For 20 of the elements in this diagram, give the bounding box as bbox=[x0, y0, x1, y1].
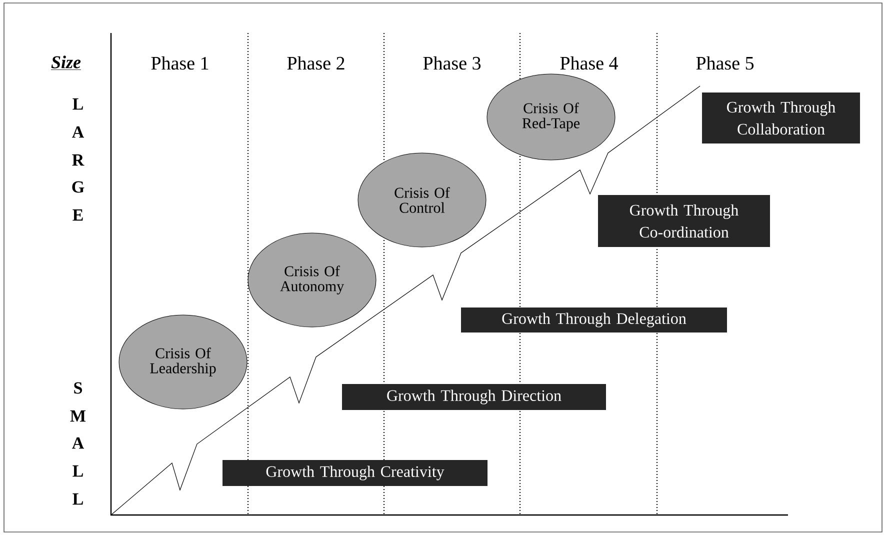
phase-label: Phase 5 bbox=[696, 56, 754, 70]
axis-letter: G bbox=[72, 181, 84, 193]
axis-letter: A bbox=[72, 126, 84, 138]
growth-box: Growth Through Direction bbox=[342, 384, 606, 410]
phase-label: Phase 2 bbox=[287, 56, 344, 70]
axis-letter: L bbox=[72, 465, 83, 477]
axis-letter: M bbox=[70, 410, 86, 422]
axis-letter: L bbox=[72, 98, 83, 110]
axis-letter: E bbox=[72, 209, 83, 221]
axis-letter: A bbox=[72, 437, 84, 449]
growth-box: Growth Through Collaboration bbox=[702, 92, 860, 144]
growth-box: Growth Through Creativity bbox=[222, 460, 488, 486]
growth-box: Growth Through Delegation bbox=[461, 308, 727, 332]
axis-letter: R bbox=[72, 154, 84, 166]
phase-label: Phase 1 bbox=[151, 56, 208, 70]
axis-letter: S bbox=[74, 382, 82, 394]
axis-title: Size bbox=[50, 56, 82, 70]
axis-letter: L bbox=[72, 493, 83, 505]
growth-box: Growth Through Co-ordination bbox=[598, 195, 770, 247]
phase-label: Phase 3 bbox=[423, 56, 481, 70]
